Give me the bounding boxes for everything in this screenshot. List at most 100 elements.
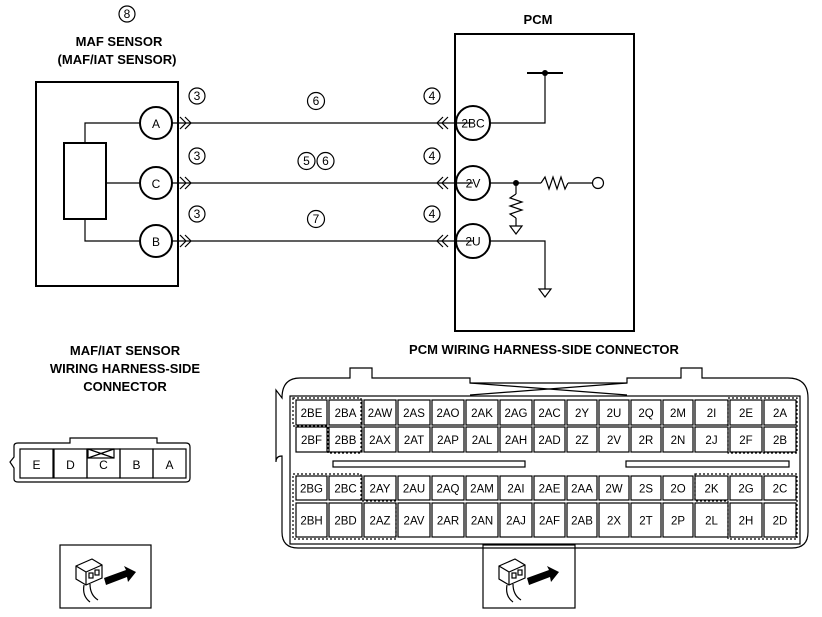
right-connector-callout: 4 [429, 207, 436, 221]
pcm-terminal-cell [694, 399, 729, 426]
connector-chevron-icon [436, 116, 449, 130]
pcm-terminal-cell [630, 399, 662, 426]
pcm-pin-label: 2V [466, 177, 481, 191]
pcm-terminal-cell [465, 502, 499, 538]
pcm-terminal-label: 2P [671, 516, 685, 528]
pcm-terminal-cell [533, 399, 566, 426]
sensor-pin-circle [139, 166, 173, 200]
pcm-terminal-cell [397, 475, 431, 501]
sensor-wire-b [84, 219, 139, 242]
connector-chevron-icon [179, 116, 192, 130]
pcm-pin-label: 2BC [461, 117, 485, 131]
pcm-terminal-cell [397, 502, 431, 538]
pcm-terminal-label: 2AQ [436, 484, 459, 496]
pcm-terminal-cell [763, 475, 797, 501]
pcm-pin-circle [455, 223, 491, 259]
left-pin-label: A [165, 458, 173, 472]
pcm-terminal-label: 2N [671, 435, 686, 447]
pcm-terminal-cell [465, 475, 499, 501]
pcm-terminal-label: 2S [639, 484, 653, 496]
pcm-terminal-label: 2E [739, 408, 753, 420]
pcm-pulldown-resistor [508, 193, 524, 219]
pcm-series-resistor [540, 175, 569, 191]
pcm-terminal-cell [566, 399, 598, 426]
pcm-terminal-cell [763, 426, 797, 453]
connector-chevron-icon [436, 176, 449, 190]
pcm-terminal-cell [662, 475, 694, 501]
pcm-terminal-label: 2V [607, 435, 621, 447]
pcm-terminal-cell [363, 475, 397, 501]
pcm-terminal-cell [397, 426, 431, 453]
pcm-terminal-cell [363, 399, 397, 426]
pcm-terminal-cell [598, 475, 630, 501]
pcm-terminal-label: 2AK [471, 408, 493, 420]
pcm-terminal-cell [729, 502, 763, 538]
pcm-terminal-cell [499, 502, 533, 538]
pcm-terminal-label: 2K [704, 484, 718, 496]
left-callout-circle [188, 87, 206, 105]
pcm-terminal-cell [662, 426, 694, 453]
pcm-terminal-cell [465, 426, 499, 453]
pcm-terminal-label: 2AO [436, 408, 459, 420]
pcm-terminal-label: 2AJ [506, 516, 526, 528]
pcm-terminal-cell [397, 399, 431, 426]
pcm-terminal-label: 2J [705, 435, 717, 447]
pcm-ground-2-icon [537, 288, 553, 298]
pcm-terminal-cell [598, 399, 630, 426]
pcm-terminal-label: 2BA [335, 408, 357, 420]
pcm-terminal-cell [598, 502, 630, 538]
pcm-terminal-label: 2BE [301, 408, 323, 420]
left-callout-circle [188, 147, 206, 165]
pcm-vref-terminal [591, 176, 605, 190]
pcm-title: PCM [524, 12, 553, 27]
pcm-terminal-cell [533, 426, 566, 453]
pcm-terminal-cell [662, 502, 694, 538]
right-view-direction-icon [482, 544, 576, 609]
pcm-terminal-cell [431, 399, 465, 426]
left-pin-label: E [32, 458, 40, 472]
sensor-callout: 8 [124, 7, 131, 21]
wire-callout: 6 [322, 154, 329, 168]
pcm-terminal-label: 2BD [334, 516, 356, 528]
pcm-terminal-label: 2Z [575, 435, 588, 447]
pcm-terminal-label: 2L [705, 516, 718, 528]
pcm-terminal-cell [328, 475, 363, 501]
left-callout-circle [188, 205, 206, 223]
pcm-terminal-label: 2AN [471, 516, 493, 528]
sensor-element [63, 142, 107, 220]
pcm-terminal-cell [630, 426, 662, 453]
pcm-terminal-cell [533, 502, 566, 538]
sensor-wire-a [84, 122, 139, 143]
pcm-terminal-cell [694, 475, 729, 501]
pcm-terminal-label: 2I [707, 408, 717, 420]
right-connector [275, 367, 809, 549]
wire-callout: 5 [303, 154, 310, 168]
left-connector-callout: 3 [194, 149, 201, 163]
pcm-terminal-cell [763, 399, 797, 426]
pcm-terminal-cell [694, 502, 729, 538]
pcm-2u-internal [490, 240, 546, 289]
pcm-terminal-cell [566, 426, 598, 453]
pcm-terminal-label: 2B [773, 435, 787, 447]
pcm-terminal-label: 2O [670, 484, 685, 496]
pcm-terminal-label: 2AU [403, 484, 425, 496]
sensor-pin-label: B [152, 235, 160, 249]
right-callout-circle [423, 147, 441, 165]
connector-chevron-icon [179, 234, 192, 248]
pcm-terminal-label: 2AY [370, 484, 391, 496]
right-connector-callout: 4 [429, 149, 436, 163]
pcm-terminal-label: 2BC [334, 484, 356, 496]
left-pin-label: D [66, 458, 75, 472]
left-pin-label: C [99, 458, 108, 472]
pcm-terminal-label: 2AT [404, 435, 424, 447]
wire-callout: 7 [313, 212, 320, 226]
left-connector-title-line1: MAF/IAT SENSOR [70, 343, 181, 358]
pcm-terminal-label: 2AM [470, 484, 494, 496]
pcm-terminal-cell [431, 502, 465, 538]
sensor-pin-label: A [152, 117, 160, 131]
